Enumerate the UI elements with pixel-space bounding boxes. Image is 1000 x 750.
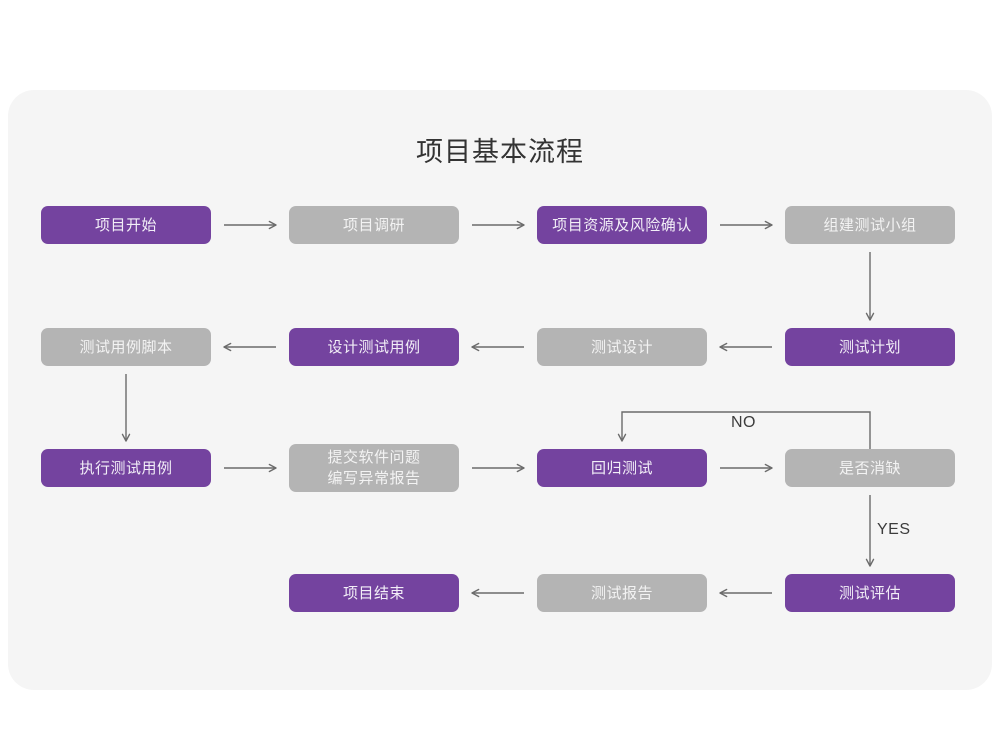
node-resource-risk-confirm[interactable]: 项目资源及风险确认 bbox=[537, 206, 707, 244]
node-build-test-team[interactable]: 组建测试小组 bbox=[785, 206, 955, 244]
node-project-end[interactable]: 项目结束 bbox=[289, 574, 459, 612]
node-project-start[interactable]: 项目开始 bbox=[41, 206, 211, 244]
node-test-plan[interactable]: 测试计划 bbox=[785, 328, 955, 366]
node-submit-defects-report[interactable]: 提交软件问题 编写异常报告 bbox=[289, 444, 459, 492]
node-test-report[interactable]: 测试报告 bbox=[537, 574, 707, 612]
edge-label-no: NO bbox=[731, 414, 756, 431]
edge-label-yes: YES bbox=[877, 521, 911, 538]
node-regression-test[interactable]: 回归测试 bbox=[537, 449, 707, 487]
page-title: 项目基本流程 bbox=[416, 137, 584, 167]
node-test-design[interactable]: 测试设计 bbox=[537, 328, 707, 366]
node-project-research[interactable]: 项目调研 bbox=[289, 206, 459, 244]
node-execute-test-cases[interactable]: 执行测试用例 bbox=[41, 449, 211, 487]
node-test-case-script[interactable]: 测试用例脚本 bbox=[41, 328, 211, 366]
node-design-test-cases[interactable]: 设计测试用例 bbox=[289, 328, 459, 366]
node-defect-resolved-decision[interactable]: 是否消缺 bbox=[785, 449, 955, 487]
node-test-evaluation[interactable]: 测试评估 bbox=[785, 574, 955, 612]
